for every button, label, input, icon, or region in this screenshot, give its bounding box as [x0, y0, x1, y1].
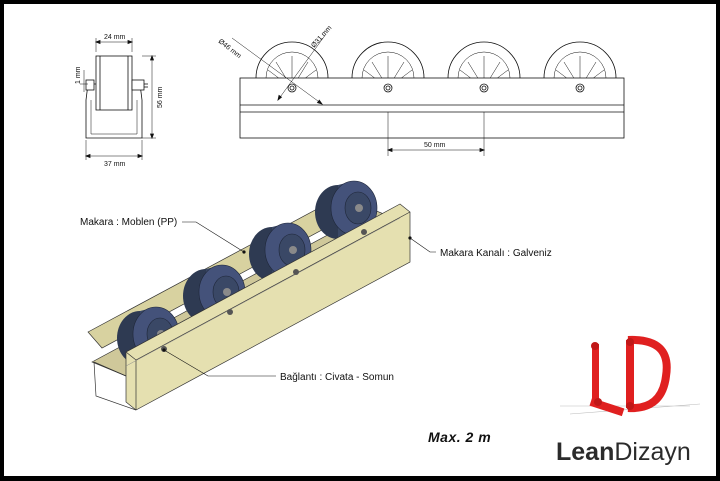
brand-name: LeanDizayn	[556, 438, 691, 466]
technical-drawing: 24 mm 1 mm 56 mm 37 mm	[75, 25, 701, 466]
drawing-sheet: 24 mm 1 mm 56 mm 37 mm	[4, 4, 716, 476]
ld-logo	[560, 335, 701, 417]
callout-leaders	[163, 221, 436, 377]
dim-width-top: 24 mm	[104, 34, 126, 41]
brand-dizayn: Dizayn	[614, 438, 690, 466]
side-view	[80, 38, 156, 160]
dim-thickness: 1 mm	[75, 66, 82, 84]
callout-roller: Makara : Moblen (PP)	[80, 217, 177, 228]
dim-wheel-diameter: Ø46 mm	[217, 38, 243, 60]
roller-4	[315, 180, 378, 239]
callout-channel: Makara Kanalı : Galveniz	[440, 248, 552, 259]
isometric-view	[87, 180, 411, 411]
dim-hub-diameter: Ø31 mm	[310, 25, 333, 50]
callout-connection: Bağlantı : Civata - Somun	[280, 372, 394, 383]
dim-width-bottom: 37 mm	[104, 161, 126, 168]
channel-front-wall	[125, 203, 411, 411]
front-view	[231, 33, 625, 156]
dim-pitch: 50 mm	[424, 142, 446, 149]
max-length-label: Max. 2 m	[428, 429, 491, 445]
dim-height: 56 mm	[157, 86, 164, 108]
brand-lean: Lean	[556, 438, 614, 466]
